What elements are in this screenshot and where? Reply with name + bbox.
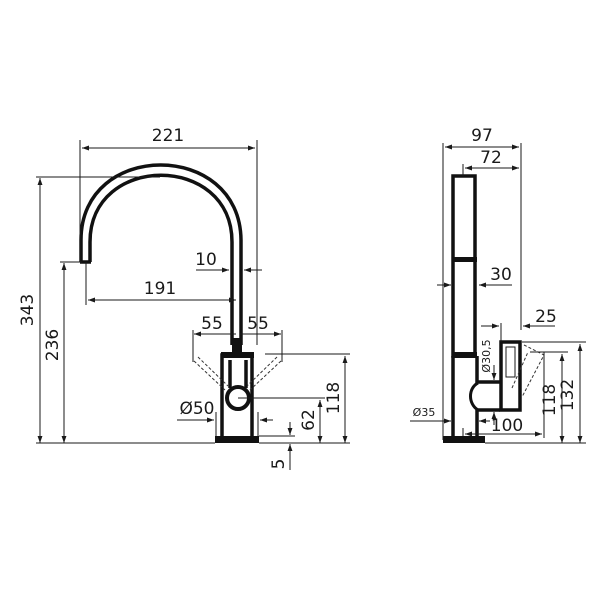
dim-132: 132 xyxy=(558,379,578,411)
dim-221: 221 xyxy=(152,126,184,146)
dim-30: 30 xyxy=(490,265,512,285)
dim-236: 236 xyxy=(43,329,63,361)
dim-5: 5 xyxy=(269,459,289,470)
dim-191: 191 xyxy=(144,279,176,299)
handle-swing-left xyxy=(193,356,229,391)
stem xyxy=(232,338,242,356)
side-handle xyxy=(499,340,522,412)
spout-inner xyxy=(88,173,234,345)
dim-118-side: 118 xyxy=(540,384,560,416)
dim-100: 100 xyxy=(491,416,523,436)
dim-72: 72 xyxy=(480,148,502,168)
dim-diameter-50: Ø50 xyxy=(179,399,214,419)
dim-343: 343 xyxy=(18,294,38,326)
dim-118-front: 118 xyxy=(324,382,344,414)
dim-55-right: 55 xyxy=(247,314,269,334)
spout-outer xyxy=(79,163,243,345)
front-view: 221 343 236 191 10 55 55 118 6 xyxy=(18,126,350,470)
dim-10: 10 xyxy=(195,250,217,270)
dim-diameter-30-5: Ø30,5 xyxy=(480,339,493,372)
side-spout xyxy=(451,174,477,358)
dim-62: 62 xyxy=(299,409,319,431)
side-joint xyxy=(469,381,479,412)
side-base xyxy=(443,436,485,443)
dim-55-left: 55 xyxy=(201,314,223,334)
base-plate xyxy=(215,436,259,443)
dim-25: 25 xyxy=(535,307,557,327)
handle-swing-right xyxy=(246,356,282,391)
side-view: 97 72 30 25 Ø30,5 Ø35 100 118 xyxy=(410,126,586,444)
dim-diameter-35: Ø35 xyxy=(413,406,436,419)
dim-97: 97 xyxy=(471,126,493,146)
